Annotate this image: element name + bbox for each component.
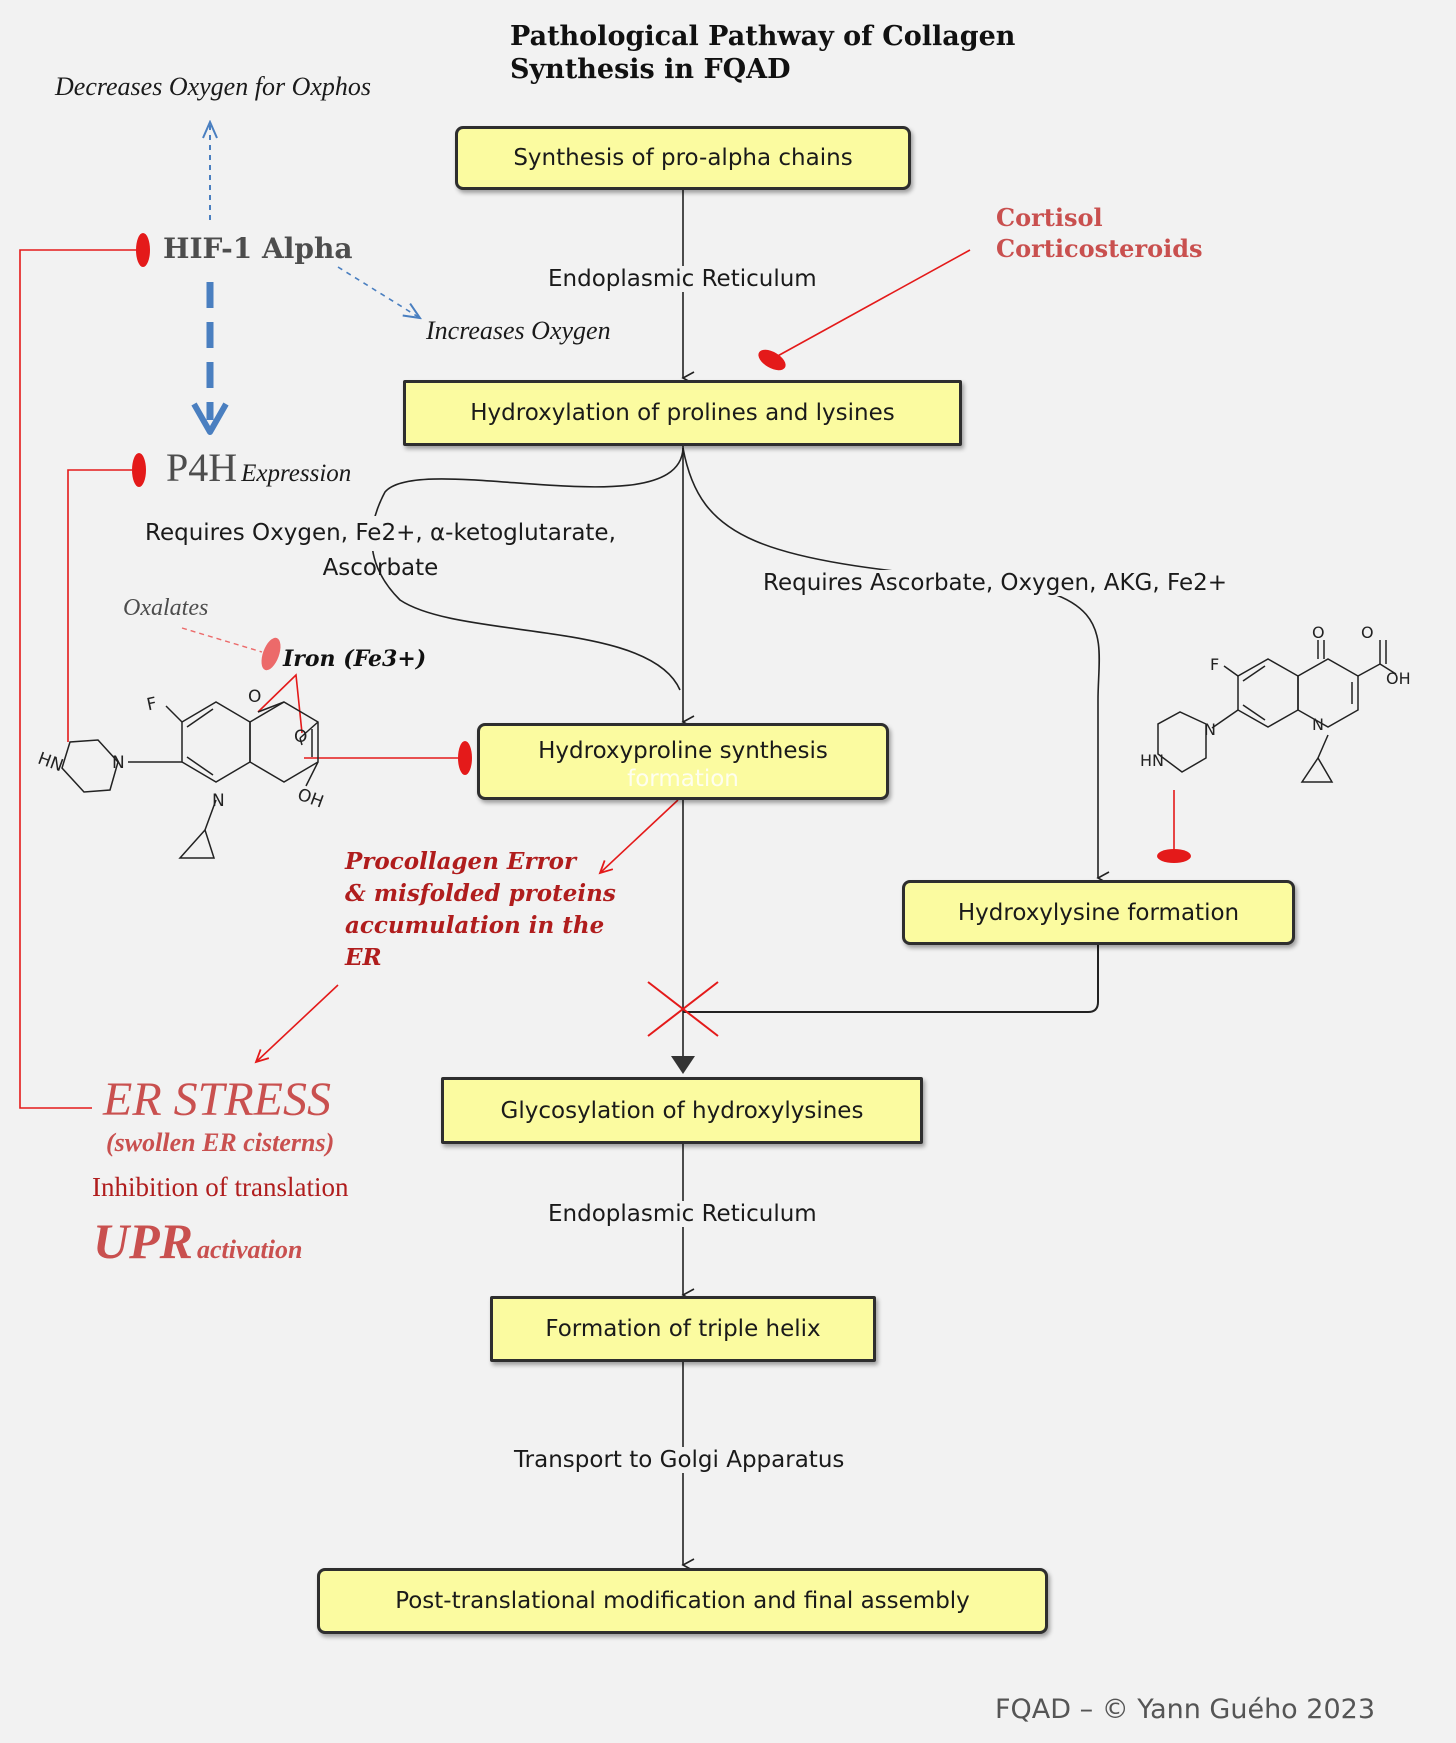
label-oxalates: Oxalates [123,595,209,621]
box-pro-alpha-chains: Synthesis of pro-alpha chains [455,126,911,190]
label-decreases-oxygen: Decreases Oxygen for Oxphos [55,72,371,101]
label-endoplasmic-reticulum-1: Endoplasmic Reticulum [546,266,819,292]
box-hydroxylation: Hydroxylation of prolines and lysines [403,380,962,446]
label-p4h: P4H [166,445,238,490]
box-glycosylation: Glycosylation of hydroxylysines [441,1077,923,1144]
label-increases-oxygen: Increases Oxygen [426,316,611,345]
hydroxylysine-inhibition-cap [1157,849,1191,863]
hydroxyproline-label: Hydroxyproline synthesis [538,738,828,764]
title-line-2: Synthesis in FQAD [510,54,791,85]
label-endoplasmic-reticulum-2: Endoplasmic Reticulum [546,1201,819,1227]
hif-diagonal-dashed [337,266,420,318]
label-inhibition-translation: Inhibition of translation [92,1172,349,1202]
p4h-inhibition-line [67,469,132,742]
label-iron-fe3: Iron (Fe3+) [283,646,427,672]
left-molecule-o-carbonyl: O [248,687,261,707]
hif-down-arrowhead [191,402,229,435]
er-stress-arrow [256,984,339,1062]
label-requires-left-line1: Requires Oxygen, Fe2+, α-ketoglutarate, [145,516,616,551]
hif-inhibition-cap [136,233,150,267]
label-procollagen-line2: & misfolded proteins [345,880,616,907]
label-requires-left: Requires Oxygen, Fe2+, α-ketoglutarate, … [145,516,616,586]
label-expression: Expression [241,460,352,487]
label-corticosteroids-line2: Corticosteroids [996,234,1203,263]
right-molecule-n-pip: N [1204,720,1216,739]
label-cortisol-line1: Cortisol [996,203,1103,232]
label-procollagen-line1: Procollagen Error [345,848,577,875]
box-triple-helix: Formation of triple helix [490,1296,876,1362]
left-molecule-oh: OH [295,785,326,813]
label-copyright: FQAD – © Yann Guého 2023 [995,1694,1375,1725]
right-molecule-o-carbonyl: O [1312,623,1325,642]
right-molecule-f: F [1210,655,1219,674]
flow-arrowhead-bold [671,1056,695,1074]
iron-chelation-lines [257,673,303,734]
box-final-assembly: Post-translational modification and fina… [317,1568,1048,1634]
left-molecule-f: F [145,694,159,716]
procollagen-error-arrow [600,799,679,873]
label-upr-activation: UPR activation [93,1212,302,1270]
blocked-x-mark [647,981,719,1037]
left-molecule-n-pip: N [112,753,125,773]
right-fluoroquinolone-molecule [1157,640,1397,783]
label-p4h-expression: P4H Expression [166,444,351,491]
left-molecule-o-acid: O [294,727,307,747]
hydroxyproline-faded-label: formation [627,766,739,792]
label-procollagen-line3: accumulation in the [345,912,605,939]
label-procollagen-line4: ER [345,944,382,971]
right-molecule-hn: HN [1140,751,1164,770]
iron-inhibition-cap [261,637,281,671]
right-molecule-oh: OH [1386,669,1411,688]
box-hydroxylysine-formation: Hydroxylysine formation [902,880,1295,945]
hydroxyproline-inhibition-cap [458,741,472,775]
cortisol-inhibition-line [773,249,971,359]
label-swollen-er: (swollen ER cisterns) [106,1128,335,1157]
oxalates-dashed-line [181,627,263,653]
left-fluoroquinolone-molecule [61,701,319,859]
label-requires-right: Requires Ascorbate, Oxygen, AKG, Fe2+ [763,570,1227,596]
label-upr: UPR [93,1213,193,1269]
left-molecule-n-ring: N [212,791,225,811]
label-hif-1-alpha: HIF-1 Alpha [163,232,353,265]
cortisol-inhibition-cap [758,349,786,371]
box-hydroxyproline-synthesis: Hydroxyproline synthesis formation [477,723,889,800]
diagram-title: Pathological Pathway of Collagen Synthes… [510,20,1015,86]
right-molecule-o-acid: O [1361,623,1374,642]
title-line-1: Pathological Pathway of Collagen [510,21,1016,52]
right-molecule-n-ring: N [1312,715,1324,734]
branch-right-curve [682,447,1110,885]
label-er-stress: ER STRESS [103,1073,331,1126]
label-transport-golgi: Transport to Golgi Apparatus [512,1447,847,1473]
label-requires-left-line2: Ascorbate [322,555,439,581]
label-procollagen-error: Procollagen Error & misfolded proteins a… [345,846,616,974]
left-molecule-hn: HN [35,749,66,777]
er-stress-feedback-line [19,249,136,1109]
p4h-inhibition-cap [132,453,146,487]
label-activation: activation [197,1235,303,1264]
hydroxylysine-connector [683,945,1099,1013]
label-cortisol: Cortisol Corticosteroids [996,202,1203,264]
